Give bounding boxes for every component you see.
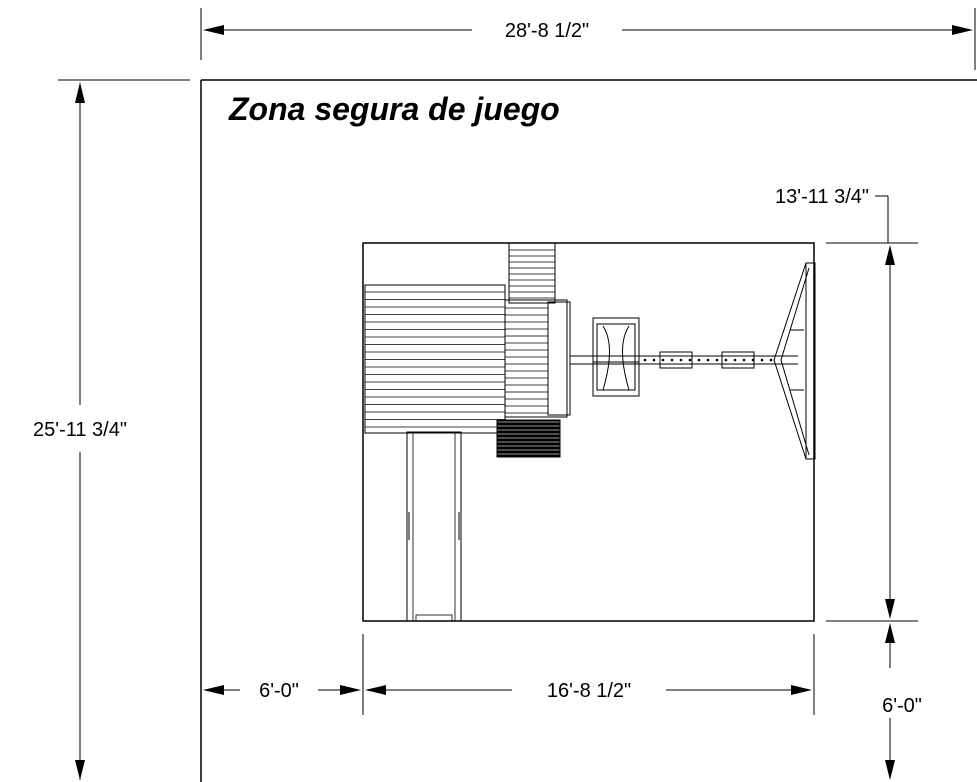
swing-beam xyxy=(570,355,798,365)
ladder xyxy=(508,242,556,304)
playset-top-view xyxy=(364,242,816,622)
beam-bolt xyxy=(697,358,701,362)
overall-depth-dimension: 25'-11 3/4" xyxy=(33,79,190,780)
beam-bolt xyxy=(715,358,719,362)
beam-bolt xyxy=(670,358,674,362)
beam-bolt xyxy=(742,358,746,362)
fort-deck xyxy=(504,299,571,418)
bottom-clearance-dimension: 6'-0" xyxy=(882,623,922,780)
belt-swing-2 xyxy=(721,351,755,369)
left-clearance-label: 6'-0" xyxy=(259,680,299,702)
equipment-depth-label: 13'-11 3/4" xyxy=(775,186,869,208)
a-frame xyxy=(773,262,816,460)
bottom-clearance-label: 6'-0" xyxy=(882,695,922,717)
belt-swing-1 xyxy=(659,351,693,369)
equipment-depth-dimension: 13'-11 3/4" xyxy=(775,186,918,622)
beam-bolt xyxy=(679,358,683,362)
beam-bolt xyxy=(706,358,710,362)
beam-bolt xyxy=(661,358,665,362)
equipment-footprint xyxy=(362,242,815,622)
tire-swing xyxy=(592,317,640,397)
overall-width-dimension: 28'-8 1/2" xyxy=(200,8,976,70)
overall-width-label: 28'-8 1/2" xyxy=(505,20,589,42)
diagram-title: Zona segura de juego xyxy=(228,91,560,127)
beam-bolt xyxy=(688,358,692,362)
beam-bolt xyxy=(724,358,728,362)
bottom-width-dimensions: 6'-0" 16'-8 1/2" xyxy=(203,634,815,715)
slide xyxy=(406,431,462,622)
roof xyxy=(364,284,506,434)
beam-bolt xyxy=(643,358,647,362)
equipment-width-label: 16'-8 1/2" xyxy=(547,680,631,702)
beam-bolt xyxy=(733,358,737,362)
overall-depth-label: 25'-11 3/4" xyxy=(33,419,127,441)
safe-zone-boundary xyxy=(200,79,977,782)
beam-bolt xyxy=(760,358,764,362)
beam-bolt xyxy=(769,358,773,362)
climbing-wall xyxy=(496,419,561,458)
beam-bolt xyxy=(652,358,656,362)
